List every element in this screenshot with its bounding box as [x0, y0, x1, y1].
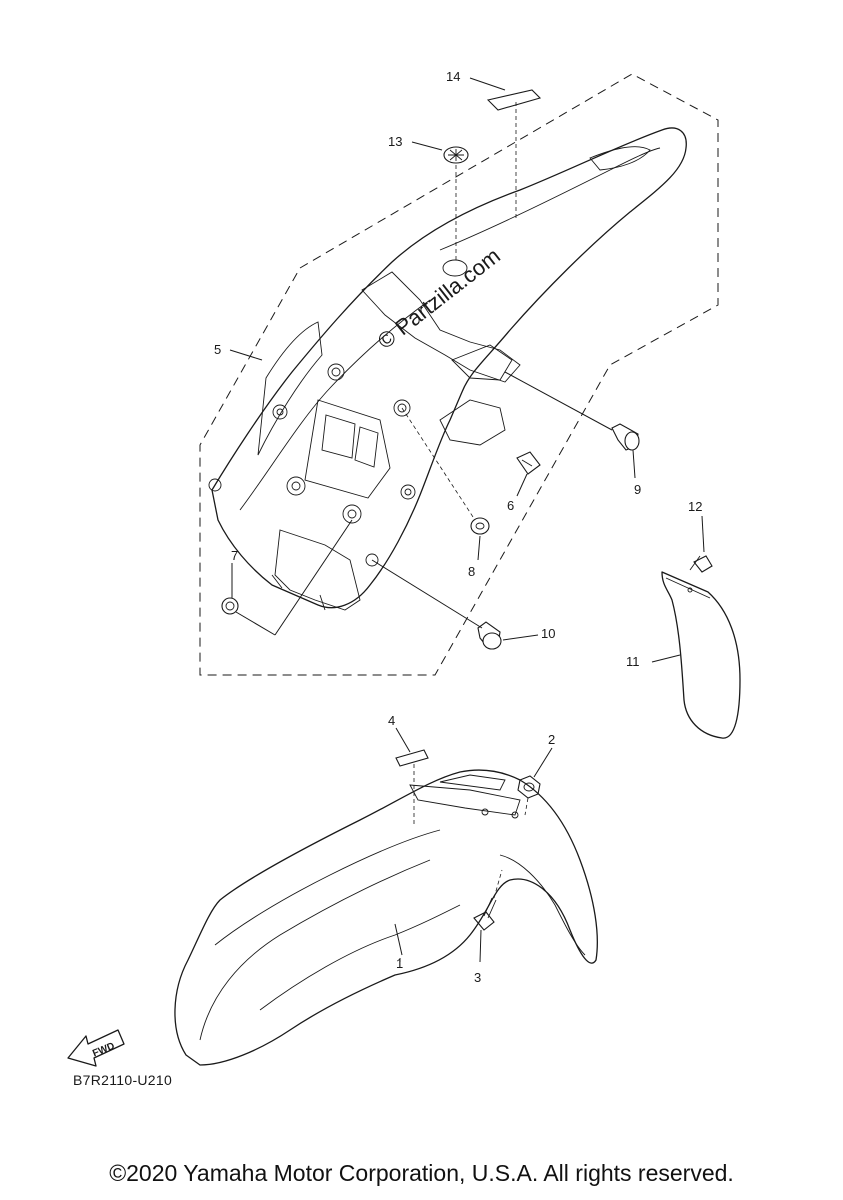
callout-8: 8: [468, 564, 475, 579]
fwd-arrow-icon: FWD: [67, 1029, 125, 1067]
callout-12: 12: [688, 499, 702, 514]
collar-7: [221, 519, 353, 636]
grommet-13: [411, 141, 469, 262]
callout-5: 5: [214, 342, 221, 357]
callout-13: 13: [388, 134, 402, 149]
bolt-9: [504, 371, 640, 479]
decal-14: [469, 77, 542, 220]
callout-1: 1: [396, 956, 403, 971]
copyright-notice: ©2020 Yamaha Motor Corporation, U.S.A. A…: [109, 1160, 734, 1186]
screw-12: [689, 515, 713, 573]
diagram-code: B7R2110-U210: [73, 1072, 173, 1088]
callout-11: 11: [626, 654, 640, 669]
callout-2: 2: [548, 732, 555, 747]
mud-flap-11: [651, 571, 741, 739]
callout-10: 10: [541, 626, 555, 641]
callout-14: 14: [446, 69, 460, 84]
clip-nut-6: [516, 451, 541, 497]
grommet-8: [401, 407, 490, 561]
assembly-boundary: [199, 73, 719, 676]
front-fender: [174, 769, 598, 1066]
bolt-3: [473, 869, 503, 963]
bolt-10: [371, 559, 539, 650]
callout-7: 7: [231, 548, 238, 563]
callout-3: 3: [474, 970, 481, 985]
label-4: [395, 727, 429, 825]
rear-fender: [208, 127, 687, 611]
callout-6: 6: [507, 498, 514, 513]
callout-9: 9: [634, 482, 641, 497]
fwd-label: FWD: [91, 1041, 116, 1060]
watermark: © Partzilla.com: [373, 243, 505, 354]
callout-4: 4: [388, 713, 395, 728]
